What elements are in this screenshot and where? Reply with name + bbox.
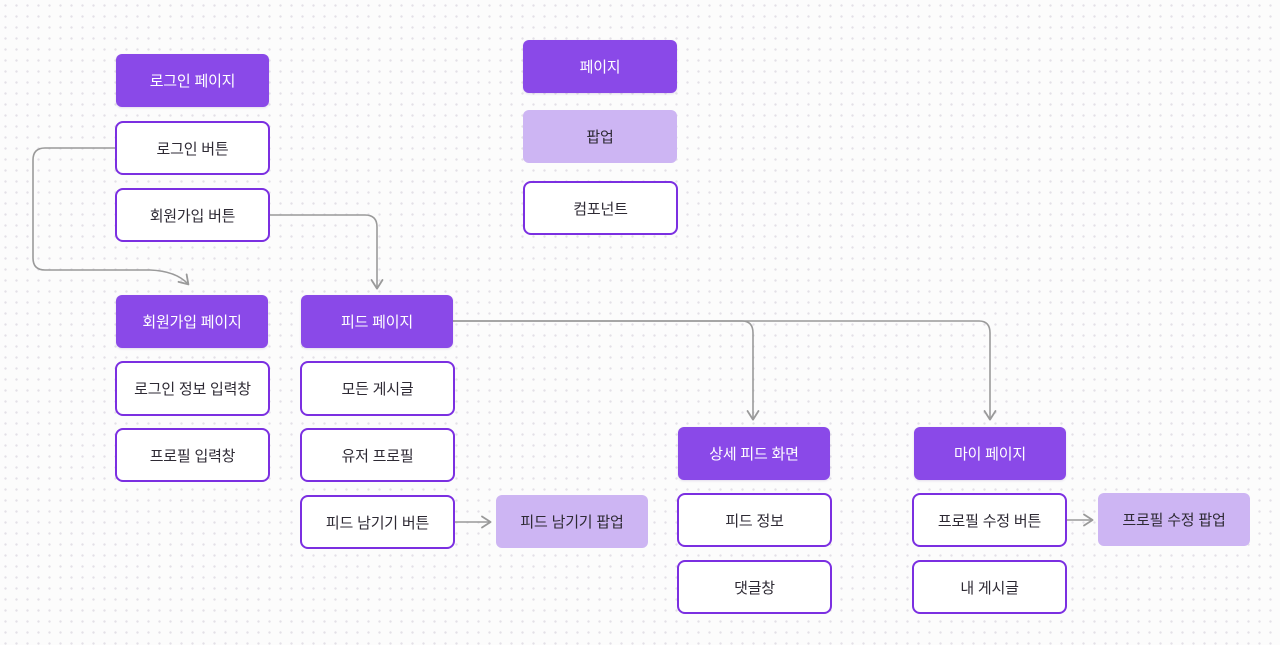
node-profile-edit-popup[interactable]: 프로필 수정 팝업 <box>1098 493 1250 546</box>
node-comment-box[interactable]: 댓글창 <box>677 560 832 614</box>
node-signup-page[interactable]: 회원가입 페이지 <box>116 295 268 348</box>
node-profile-input[interactable]: 프로필 입력창 <box>115 428 270 482</box>
node-profile-edit-button[interactable]: 프로필 수정 버튼 <box>912 493 1067 547</box>
legend-component[interactable]: 컴포넌트 <box>523 181 678 235</box>
node-feed-page[interactable]: 피드 페이지 <box>301 295 453 348</box>
connector-signup-button-to-feed-page <box>270 214 384 290</box>
legend-page[interactable]: 페이지 <box>523 40 677 93</box>
node-leave-feed-button[interactable]: 피드 남기기 버튼 <box>300 495 455 549</box>
node-user-profile[interactable]: 유저 프로필 <box>300 428 455 482</box>
node-all-posts[interactable]: 모든 게시글 <box>300 361 455 416</box>
node-feed-info[interactable]: 피드 정보 <box>677 493 832 547</box>
legend-popup[interactable]: 팝업 <box>523 110 677 163</box>
connector-feed-page-to-my-page <box>453 320 997 421</box>
node-detail-feed-screen[interactable]: 상세 피드 화면 <box>678 427 830 480</box>
node-login-button[interactable]: 로그인 버튼 <box>115 121 270 175</box>
node-login-info-input[interactable]: 로그인 정보 입력창 <box>115 361 270 416</box>
node-my-posts[interactable]: 내 게시글 <box>912 560 1067 614</box>
node-my-page[interactable]: 마이 페이지 <box>914 427 1066 480</box>
node-login-page[interactable]: 로그인 페이지 <box>116 54 269 107</box>
node-signup-button[interactable]: 회원가입 버튼 <box>115 188 270 242</box>
connector-feed-page-to-detail-feed-screen <box>453 320 760 421</box>
node-leave-feed-popup[interactable]: 피드 남기기 팝업 <box>496 495 648 548</box>
